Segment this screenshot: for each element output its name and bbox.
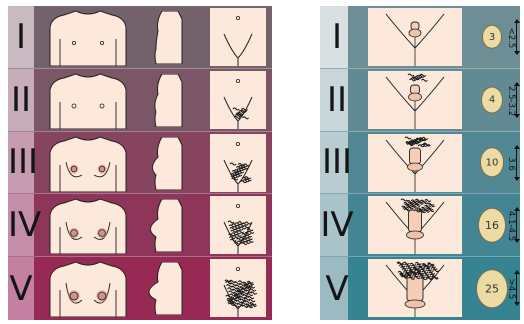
length-label: <2.5	[506, 23, 516, 53]
stage-numeral: II	[320, 83, 354, 117]
female-stage-row: II	[8, 69, 272, 132]
female-stage-row: I	[8, 6, 272, 69]
breast-profile-illustration	[148, 74, 192, 127]
breast-front-illustration	[46, 135, 130, 192]
breast-profile-illustration	[148, 137, 192, 190]
female-stage-row: III	[8, 132, 272, 195]
length-arrow	[516, 20, 517, 54]
genital-illustration	[368, 259, 462, 317]
stage-numeral: III	[8, 145, 34, 179]
genital-illustration	[368, 134, 462, 192]
genital-illustration	[368, 8, 462, 66]
length-arrow	[516, 208, 517, 242]
male-stage-row: I 3 <2.5	[320, 6, 520, 69]
length-label: 4.1-4.5	[506, 211, 516, 241]
length-arrow	[516, 146, 517, 180]
pubic-hair-illustration	[210, 8, 266, 66]
female-stage-row: IV	[8, 194, 272, 257]
breast-profile-illustration	[148, 11, 192, 64]
testicular-volume-badge: 4	[481, 86, 503, 113]
breast-front-illustration	[46, 72, 130, 129]
length-label: 2.5-3.2	[506, 86, 516, 116]
testicular-volume-badge: 10	[480, 148, 504, 178]
testicular-volume-badge: 16	[478, 208, 506, 243]
testicular-volume-badge: 3	[482, 25, 502, 50]
female-stage-row: V	[8, 257, 272, 320]
genital-illustration	[368, 71, 462, 129]
stage-numeral: IV	[320, 208, 354, 242]
stage-numeral: I	[320, 20, 354, 54]
breast-profile-illustration	[148, 199, 192, 252]
pubic-hair-illustration	[210, 259, 266, 317]
stage-numeral: II	[8, 83, 34, 117]
breast-front-illustration	[46, 197, 130, 254]
breast-front-illustration	[46, 260, 130, 317]
pubic-hair-illustration	[210, 71, 266, 129]
stage-numeral: III	[320, 145, 354, 179]
length-arrow	[516, 271, 517, 305]
stage-numeral: V	[320, 272, 354, 306]
stage-numeral: I	[8, 20, 34, 54]
pubic-hair-illustration	[210, 134, 266, 192]
stage-numeral: IV	[8, 208, 34, 242]
genital-illustration	[368, 196, 462, 254]
stage-numeral: V	[8, 272, 34, 306]
breast-front-illustration	[46, 9, 130, 66]
length-label: 3.6	[506, 149, 516, 179]
length-arrow	[516, 83, 517, 117]
breast-profile-illustration	[148, 262, 192, 315]
length-label: >4.5	[506, 274, 516, 304]
pubic-hair-illustration	[210, 196, 266, 254]
testicular-volume-badge: 25	[476, 269, 508, 309]
male-stage-row: V 25>4.5	[320, 257, 520, 320]
